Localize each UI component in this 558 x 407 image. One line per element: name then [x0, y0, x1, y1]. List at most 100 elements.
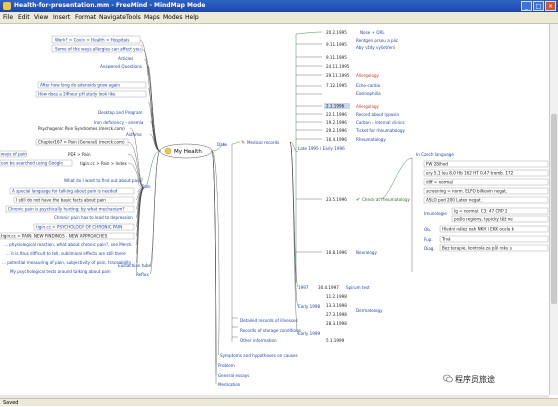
pain-item-7[interactable]: tigin.cc > PAIN: NEW FINDINGS - NEW APPR… [1, 234, 108, 239]
pain-item-2[interactable]: A special language for talking about pai… [12, 189, 118, 194]
node-psychogenic[interactable]: Psychogenic Pain Syndromes (merck.com) [38, 126, 125, 131]
node-essays[interactable]: General essays [218, 373, 249, 378]
node-detailed-records[interactable]: Detailed records of illnesses [240, 318, 298, 323]
node-period[interactable]: Late 1995 / Early 1996 [298, 146, 345, 151]
node-eustachian-tube[interactable]: Eustachian tube [118, 263, 152, 268]
node-dermatology[interactable]: Dermatology [356, 308, 383, 313]
detail-8: Hlední nález nah NKH i EKK ocela k [442, 227, 515, 232]
node-fup[interactable]: Fup. [424, 237, 433, 242]
menu-maps[interactable]: Maps [144, 14, 160, 21]
node-data[interactable]: Data [217, 142, 227, 147]
node-ph-study[interactable]: How does a 24hour pH study look like [38, 92, 116, 97]
menu-view[interactable]: View [34, 14, 49, 21]
detail-6: Ig = normal. C3: 47 CRP 2 [454, 209, 508, 214]
pain-item-4[interactable]: Chronic pain is psychically hurting; by … [8, 207, 125, 212]
record-label-11[interactable]: Carbon - internal clinics [356, 120, 404, 125]
node-work-covin[interactable]: Work? > Covin > Health > Hospitals [55, 38, 129, 43]
node-other-info[interactable]: Other information [240, 338, 277, 343]
pin-icon: ✎ [241, 140, 245, 146]
vertical-scrollbar[interactable] [549, 24, 558, 395]
node-allergies-ways[interactable]: Some of the ways allergies can affect yo… [55, 47, 141, 52]
rheum-date: 23.5.1996 [326, 197, 347, 202]
node-tigin-pain-index[interactable]: tigin.cc > Pain > Index [80, 161, 127, 166]
node-searched-google[interactable]: can be searched using Google [1, 161, 63, 166]
right-branch: Data ✎ Medical records Late 1995 / Early… [217, 30, 549, 387]
record-label-8[interactable]: Eosinophilia [356, 91, 381, 96]
node-chapter167[interactable]: Chapter167 > Pain (General) (merck.com) [38, 140, 125, 145]
record-label-7[interactable]: Echo-cardio [356, 83, 381, 88]
node-ob[interactable]: Ob. [424, 227, 431, 232]
pain-item-1[interactable]: What do I want to find out about pain? [64, 178, 143, 183]
node-early-1999[interactable]: Early 1999 [298, 331, 320, 336]
detail-5: ASLO pod 200 Latex negat. [426, 198, 482, 203]
node-spirum[interactable]: Spirum test [346, 285, 370, 290]
node-early-1998[interactable]: Early 1998 [298, 304, 320, 309]
node-answered-questions[interactable]: Answered Questions [100, 64, 142, 69]
record-label-10[interactable]: Record about lyposin [356, 112, 399, 117]
neuro-date: 16.8.1996 [326, 250, 347, 255]
menu-format[interactable]: Format [75, 14, 97, 21]
freemind-app-icon [3, 2, 11, 10]
record-label-13[interactable]: Rheumatology [356, 137, 386, 142]
record-date-13: 16.4.1996 [326, 137, 347, 142]
node-pain[interactable]: Pain [142, 184, 151, 189]
node-asthma[interactable]: Asthma [126, 132, 142, 137]
record-label-12[interactable]: Ticket for rheumatology [355, 128, 406, 133]
record-label-9[interactable]: Allergology [356, 104, 380, 109]
horizontal-scrollbar[interactable] [0, 395, 549, 398]
record-date-12: 29.2.1996 [326, 128, 347, 133]
node-problem[interactable]: Problem [218, 363, 235, 368]
node-desktop-program[interactable]: Desktop and Program [98, 110, 142, 115]
record-label-1[interactable]: Nose + ORL [360, 30, 385, 35]
pain-item-9[interactable]: ... it is thus difficult to tell, sublim… [6, 251, 126, 256]
node-1997[interactable]: 1997 [298, 285, 309, 290]
node-neurology[interactable]: Neurology [356, 250, 378, 255]
wechat-icon [443, 374, 453, 383]
window-title: Health-for-presentation.mm - FreeMind - … [14, 2, 206, 9]
record-label-2[interactable]: Rentgen prsou a plic [356, 38, 398, 43]
mindmap-canvas[interactable]: Work? > Covin > Health > Hospitals Some … [0, 24, 549, 395]
node-czech[interactable]: In Czech language [416, 152, 454, 157]
node-articles[interactable]: Articles [118, 56, 133, 61]
record-label-6[interactable]: Allergology [356, 73, 380, 78]
record-date-5: 24.11.1995 [326, 64, 350, 69]
node-iron-deficiency[interactable]: Iron deficiency - anemia [94, 120, 144, 125]
pain-item-6[interactable]: tigin.cc > PSYCHOLOGY OF CHRONIC PAIN [36, 225, 122, 230]
record-date-7: 7.12.1995 [326, 83, 347, 88]
menu-help[interactable]: Help [185, 14, 199, 21]
record-date-1: 20.2.1995 [326, 30, 347, 35]
node-ways-of-pain[interactable]: ways of pain [1, 152, 27, 157]
menu-edit[interactable]: Edit [18, 14, 30, 21]
record-label-3[interactable]: Aby vždy vyšetřeni [356, 45, 395, 50]
menu-tools[interactable]: Tools [126, 14, 141, 21]
close-button[interactable]: × [545, 1, 556, 11]
pain-item-11[interactable]: My psychological tests around talking ab… [10, 269, 111, 274]
menu-file[interactable]: File [3, 14, 14, 21]
pain-item-5[interactable]: Chronic pain has to lead to depression [54, 215, 133, 220]
center-node[interactable]: My Health [159, 143, 213, 159]
menu-navigate[interactable]: Navigate [99, 14, 126, 21]
pain-item-3[interactable]: I still do not have the basic facts abou… [16, 198, 106, 203]
menu-insert[interactable]: Insert [53, 14, 71, 21]
detail-9: Trvá [441, 237, 451, 242]
check-icon: ✔ [356, 197, 360, 203]
node-diag[interactable]: Diag. [424, 246, 435, 251]
maximize-button[interactable]: □ [533, 1, 544, 11]
node-medical-records[interactable]: Medical records [247, 140, 279, 145]
pain-item-10[interactable]: ... potential measuring of pain, subject… [2, 260, 132, 265]
date-1998-3: 27.3.1998 [326, 312, 347, 317]
node-immunology[interactable]: Imunologie [424, 211, 447, 216]
node-pdf-pain[interactable]: PDF > Pain [68, 152, 91, 157]
minimize-button[interactable]: _ [521, 1, 532, 11]
node-storage-records[interactable]: Records of storage conditions [240, 328, 301, 333]
node-adenoids[interactable]: After how long do adenoids grow again [40, 83, 120, 88]
node-symptoms[interactable]: Symptoms and hypotheses on causes [220, 353, 298, 358]
pain-item-8[interactable]: ... physiological reaction, what about c… [4, 242, 132, 247]
detail-7: pošlo regiony, typicky těž ne [454, 217, 513, 222]
node-medication[interactable]: Medication [218, 382, 241, 387]
node-reflux[interactable]: Reflux [136, 272, 149, 277]
menu-modes[interactable]: Modes [163, 14, 183, 21]
detail-4: screening = norm. ELFO bilkovin negat. [426, 189, 507, 194]
node-check-rheumatology[interactable]: Check at rheumatology [362, 197, 410, 202]
scrollbar-thumb[interactable] [551, 114, 557, 304]
